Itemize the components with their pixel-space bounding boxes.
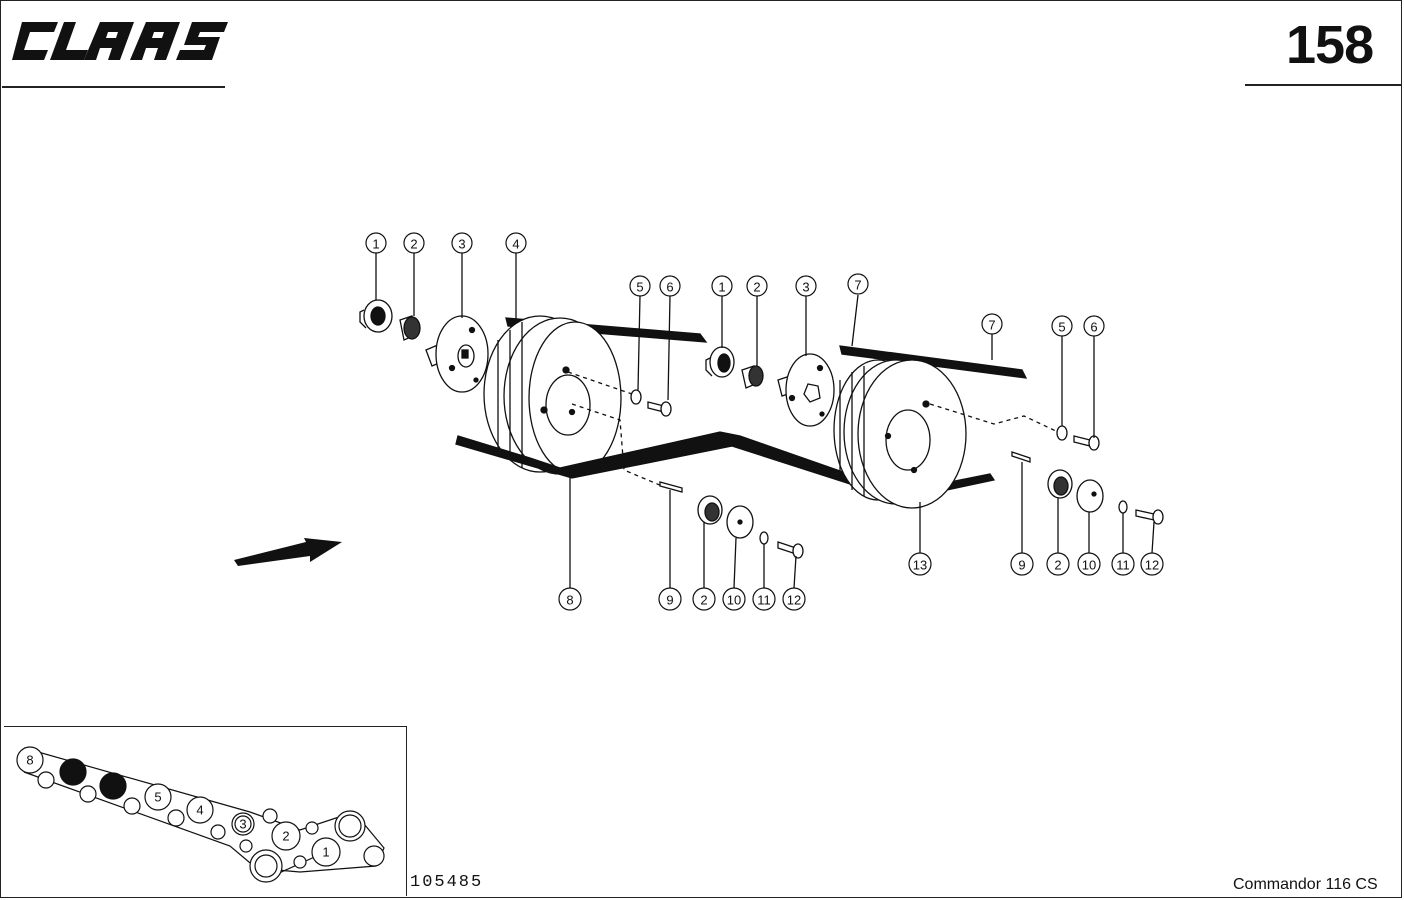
inset-frame xyxy=(4,726,407,896)
direction-arrow xyxy=(234,538,342,566)
callout-2: 2 xyxy=(753,280,760,295)
inset-label-5: 5 xyxy=(154,790,161,805)
right-sleeve-part-2 xyxy=(741,365,764,389)
left-bolt-part-6 xyxy=(647,401,672,417)
callout-6: 6 xyxy=(1090,320,1097,335)
callout-4: 4 xyxy=(512,237,519,252)
callout-3: 3 xyxy=(458,237,465,252)
inset-label-1: 1 xyxy=(322,845,329,860)
left-pulley-part-8 xyxy=(483,315,622,475)
callout-1: 1 xyxy=(372,237,379,252)
right-key-part-9 xyxy=(1011,451,1031,463)
callout-10: 10 xyxy=(1082,558,1096,573)
callout-2: 2 xyxy=(410,237,417,252)
callout-12: 12 xyxy=(1145,558,1159,573)
right-belt-guide-part-7a xyxy=(839,345,1028,379)
page-number-underline xyxy=(1245,84,1402,86)
inset-label-3: 3 xyxy=(239,817,246,832)
left-hub-part-3 xyxy=(425,315,489,393)
inset-label-8: 8 xyxy=(26,753,33,768)
drawing-number: 105485 xyxy=(410,873,484,892)
left-lower-bolt-part-12 xyxy=(777,541,804,559)
page-number: 158 xyxy=(1286,15,1374,75)
claas-logo xyxy=(12,22,228,60)
callout-3: 3 xyxy=(802,280,809,295)
left-disc-part-10 xyxy=(726,505,754,539)
callout-5: 5 xyxy=(636,280,643,295)
callout-11: 11 xyxy=(1116,558,1130,573)
inset-label-4: 4 xyxy=(196,803,203,818)
callout-5: 5 xyxy=(1058,320,1065,335)
right-lower-bushing-part-2 xyxy=(1047,469,1073,499)
callout-9: 9 xyxy=(666,593,673,608)
left-key-part-9 xyxy=(659,481,683,493)
callout-13: 13 xyxy=(913,558,927,573)
inset-belt-routing xyxy=(16,746,385,883)
logo-underline xyxy=(2,86,225,88)
right-bolt-part-6 xyxy=(1073,435,1100,451)
callout-2: 2 xyxy=(1054,558,1061,573)
right-lower-bolt-part-12 xyxy=(1135,509,1164,525)
left-sleeve-part-2 xyxy=(399,315,421,341)
right-hub-part-3 xyxy=(777,353,835,427)
callout-7: 7 xyxy=(854,278,861,293)
callout-10: 10 xyxy=(727,593,741,608)
right-washer-part-5 xyxy=(1056,425,1068,441)
callout-6: 6 xyxy=(666,280,673,295)
right-bushing-part-1 xyxy=(705,346,735,378)
callout-11: 11 xyxy=(757,593,771,608)
callout-12: 12 xyxy=(787,593,801,608)
left-bushing-part-1 xyxy=(359,299,393,333)
left-lower-bushing-part-2 xyxy=(697,495,723,525)
right-disc-part-10 xyxy=(1076,479,1104,513)
callout-7: 7 xyxy=(988,318,995,333)
left-washer-part-5 xyxy=(630,389,642,405)
callout-1: 1 xyxy=(718,280,725,295)
left-lower-washer-part-11 xyxy=(759,531,769,545)
callout-8: 8 xyxy=(566,593,573,608)
inset-label-2: 2 xyxy=(282,829,289,844)
callout-9: 9 xyxy=(1018,558,1025,573)
right-pulley-part-13 xyxy=(833,359,967,509)
model-name: Commandor 116 CS xyxy=(1233,876,1378,893)
callout-2: 2 xyxy=(700,593,707,608)
right-lower-washer-part-11 xyxy=(1118,500,1128,514)
